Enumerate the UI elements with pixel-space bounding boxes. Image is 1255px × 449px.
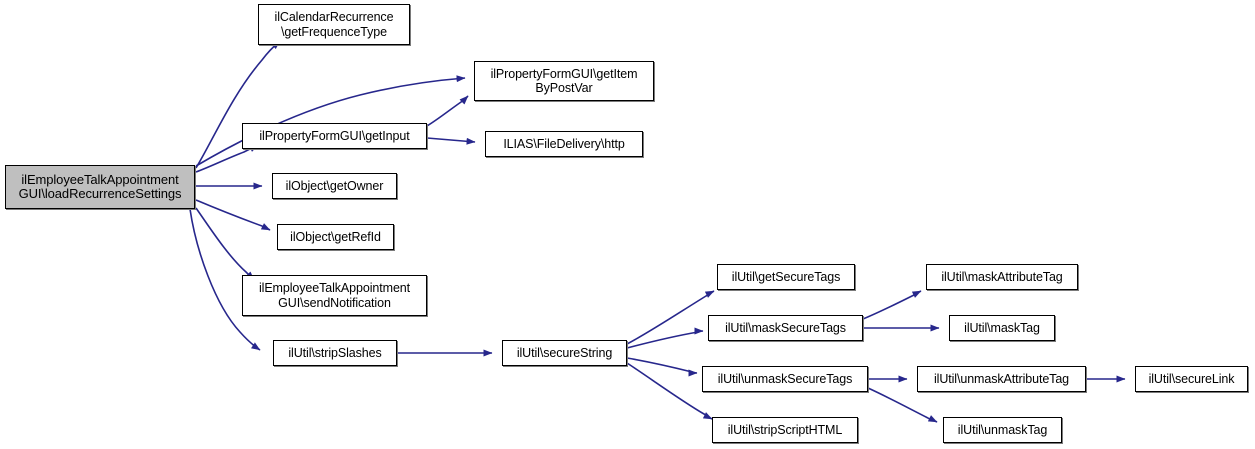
graph-node-unmaskAttributeTag[interactable]: ilUtil\unmaskAttributeTag <box>917 366 1086 392</box>
graph-edge-root-to-sendNotification <box>195 207 255 281</box>
graph-node-label: ilUtil\maskAttributeTag <box>941 269 1063 284</box>
graph-node-fileDeliveryHttp[interactable]: ILIAS\FileDelivery\http <box>485 131 643 157</box>
graph-node-stripSlashes[interactable]: ilUtil\stripSlashes <box>273 340 397 366</box>
graph-node-root[interactable]: ilEmployeeTalkAppointment GUI\loadRecurr… <box>5 165 195 209</box>
graph-node-secureLink[interactable]: ilUtil\secureLink <box>1135 366 1248 392</box>
graph-edge-getInput-to-fileDeliveryHttp <box>426 137 476 145</box>
graph-edge-maskSecureTags-to-maskAttributeTag <box>862 290 922 320</box>
graph-node-getInput[interactable]: ilPropertyFormGUI\getInput <box>242 123 427 149</box>
graph-edge-root-to-getItemByPostVar <box>195 75 466 167</box>
graph-node-label: ilObject\getOwner <box>285 178 384 193</box>
graph-edge-unmaskSecureTags-to-unmaskTag <box>867 387 938 423</box>
graph-node-label: ilUtil\unmaskAttributeTag <box>933 371 1070 386</box>
graph-node-maskSecureTags[interactable]: ilUtil\maskSecureTags <box>708 315 863 341</box>
graph-node-label: ilEmployeeTalkAppointment GUI\loadRecurr… <box>18 171 182 201</box>
graph-node-label: ilEmployeeTalkAppointment GUI\sendNotifi… <box>258 281 411 310</box>
graph-node-label: ilUtil\secureString <box>516 345 613 360</box>
graph-node-label: ilPropertyFormGUI\getInput <box>259 128 410 143</box>
graph-node-secureString[interactable]: ilUtil\secureString <box>502 340 627 366</box>
graph-node-label: ilObject\getRefId <box>290 229 381 244</box>
graph-node-getRefId[interactable]: ilObject\getRefId <box>277 224 394 250</box>
graph-node-maskTag[interactable]: ilUtil\maskTag <box>949 315 1055 341</box>
graph-edge-secureString-to-stripScriptHTML <box>626 362 713 420</box>
graph-node-label: ilCalendarRecurrence \getFrequenceType <box>274 10 394 39</box>
graph-node-getSecureTags[interactable]: ilUtil\getSecureTags <box>717 264 855 290</box>
graph-edge-secureString-to-unmaskSecureTags <box>626 357 698 377</box>
graph-node-unmaskSecureTags[interactable]: ilUtil\unmaskSecureTags <box>702 366 868 392</box>
graph-node-label: ilUtil\stripScriptHTML <box>727 422 843 437</box>
graph-node-maskAttributeTag[interactable]: ilUtil\maskAttributeTag <box>926 264 1078 290</box>
graph-edge-secureString-to-maskSecureTags <box>626 327 704 349</box>
graph-node-unmaskTag[interactable]: ilUtil\unmaskTag <box>943 417 1062 443</box>
graph-node-label: ilUtil\stripSlashes <box>288 345 382 360</box>
graph-edge-root-to-getInput <box>195 144 259 173</box>
graph-edge-root-to-getRefId <box>195 199 271 231</box>
graph-node-getItemByPostVar[interactable]: ilPropertyFormGUI\getItem ByPostVar <box>474 61 654 101</box>
graph-node-label: ilUtil\secureLink <box>1148 371 1235 386</box>
graph-node-label: ILIAS\FileDelivery\http <box>503 136 625 151</box>
graph-node-label: ilUtil\maskTag <box>964 320 1040 335</box>
graph-edge-secureString-to-getSecureTags <box>626 290 715 345</box>
graph-edge-getInput-to-getItemByPostVar <box>426 95 469 127</box>
graph-node-label: ilUtil\unmaskSecureTags <box>717 371 853 386</box>
graph-node-label: ilUtil\maskSecureTags <box>725 320 846 335</box>
graph-node-label: ilUtil\unmaskTag <box>957 422 1048 437</box>
graph-node-getOwner[interactable]: ilObject\getOwner <box>272 173 397 199</box>
graph-node-label: ilUtil\getSecureTags <box>731 269 841 284</box>
graph-node-label: ilPropertyFormGUI\getItem ByPostVar <box>490 66 638 96</box>
graph-node-getFrequenceType[interactable]: ilCalendarRecurrence \getFrequenceType <box>258 4 410 45</box>
graph-node-stripScriptHTML[interactable]: ilUtil\stripScriptHTML <box>712 417 858 443</box>
graph-node-sendNotification[interactable]: ilEmployeeTalkAppointment GUI\sendNotifi… <box>242 275 427 316</box>
